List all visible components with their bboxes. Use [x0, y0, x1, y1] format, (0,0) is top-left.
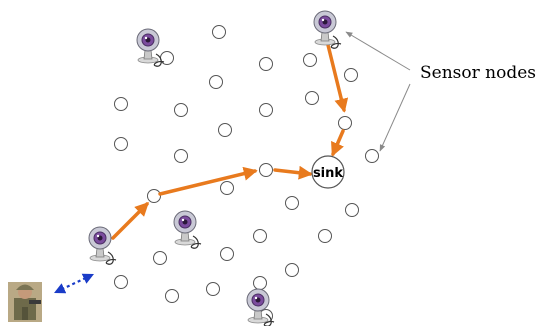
sink-label: sink: [313, 166, 343, 181]
route-arrow: [331, 129, 345, 157]
sensor-node: [285, 263, 299, 277]
route-arrow: [158, 166, 258, 196]
sensor-node: [259, 103, 273, 117]
sensor-node: [285, 196, 299, 210]
sensor-nodes: [114, 25, 379, 323]
sensor-node: [305, 91, 319, 105]
webcam-icon: [136, 28, 165, 67]
callout-arrow: [379, 83, 411, 152]
webcam-icon: [313, 10, 342, 49]
sensor-node: [114, 97, 128, 111]
sensor-node: [160, 51, 174, 65]
route-arrows: [111, 43, 349, 240]
sensor-node: [345, 203, 359, 217]
sensor-node: [209, 75, 223, 89]
soldier-icon: [8, 282, 42, 322]
callout-arrows: [345, 31, 411, 152]
sensor-node: [259, 57, 273, 71]
sensor-node: [253, 276, 267, 290]
sensor-node: [212, 25, 226, 39]
sensor-node: [220, 247, 234, 261]
sensor-node: [153, 251, 167, 265]
sensor-node: [206, 282, 220, 296]
route-arrow: [326, 43, 349, 113]
sensor-node: [344, 68, 358, 82]
route-arrow: [111, 202, 149, 240]
sensor-node: [114, 275, 128, 289]
sensor-node: [165, 289, 179, 303]
callout-arrow: [345, 31, 411, 71]
sink-node: sink: [311, 155, 345, 189]
sink-circle: [311, 155, 345, 189]
sensor-node: [174, 103, 188, 117]
sensor-node: [318, 229, 332, 243]
sensor-nodes-label: Sensor nodes: [420, 63, 536, 83]
sensor-node: [174, 149, 188, 163]
sensor-node: [303, 53, 317, 67]
sensor-node: [338, 116, 352, 130]
route-arrow: [273, 165, 313, 180]
sensor-node: [147, 189, 161, 203]
sensor-node: [365, 149, 379, 163]
webcam-icon: [88, 226, 117, 265]
sensor-node: [114, 137, 128, 151]
webcam-icon: [173, 210, 202, 249]
sensor-node: [220, 181, 234, 195]
sensor-node: [253, 229, 267, 243]
sensor-node: [218, 123, 232, 137]
user-link-arrow: [54, 273, 94, 294]
sensor-node: [259, 163, 273, 177]
